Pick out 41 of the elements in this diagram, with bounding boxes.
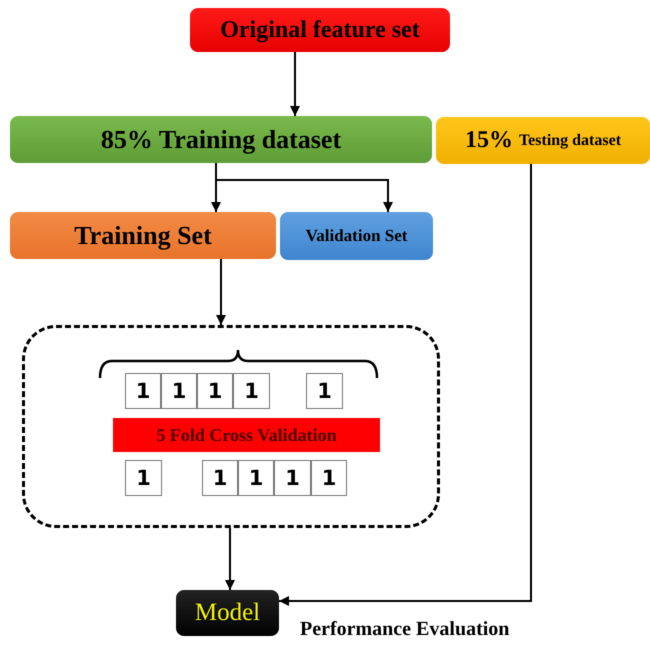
box-text: Model bbox=[194, 599, 260, 627]
box-text: Testing dataset bbox=[518, 132, 622, 150]
fold-cell bbox=[274, 460, 311, 496]
box-text: 1 bbox=[136, 466, 151, 490]
box-text: Validation Set bbox=[306, 226, 408, 246]
fold-cell bbox=[125, 373, 161, 409]
fold-cell bbox=[125, 460, 162, 496]
fold-cell bbox=[197, 373, 233, 409]
process-box bbox=[436, 117, 650, 164]
process-box bbox=[280, 212, 433, 260]
box-text: 1 bbox=[322, 466, 336, 490]
box-text: 5 Fold Cross Validation bbox=[156, 424, 337, 446]
fold-cell bbox=[233, 373, 270, 409]
process-box bbox=[190, 8, 450, 52]
box-text: 1 bbox=[317, 379, 332, 403]
box-text: 1 bbox=[244, 379, 259, 403]
arrow bbox=[225, 528, 235, 590]
fold-cell bbox=[238, 460, 274, 496]
box-text: Training Set bbox=[74, 220, 212, 250]
box-text: 1 bbox=[212, 466, 228, 490]
box-text: 1 bbox=[285, 466, 300, 490]
fold-cell bbox=[311, 460, 347, 496]
box-text: Original feature set bbox=[220, 16, 420, 44]
box-text: 1 bbox=[248, 466, 264, 490]
label-bar bbox=[113, 418, 380, 452]
box-text: 1 bbox=[136, 379, 150, 403]
arrow bbox=[216, 259, 226, 325]
fold-cell bbox=[306, 373, 343, 409]
fold-cell bbox=[202, 460, 238, 496]
process-box bbox=[10, 212, 276, 259]
box-text: 15% bbox=[464, 127, 513, 154]
arrow bbox=[215, 163, 393, 212]
box-text: 1 bbox=[208, 379, 222, 403]
box-text: 1 bbox=[172, 379, 186, 403]
process-box bbox=[10, 116, 432, 163]
arrow bbox=[290, 52, 300, 116]
fold-cell bbox=[161, 373, 197, 409]
model-box bbox=[176, 590, 279, 636]
box-text: 85% Training dataset bbox=[100, 124, 342, 154]
dashed-container bbox=[22, 325, 440, 528]
arrow bbox=[279, 164, 532, 606]
